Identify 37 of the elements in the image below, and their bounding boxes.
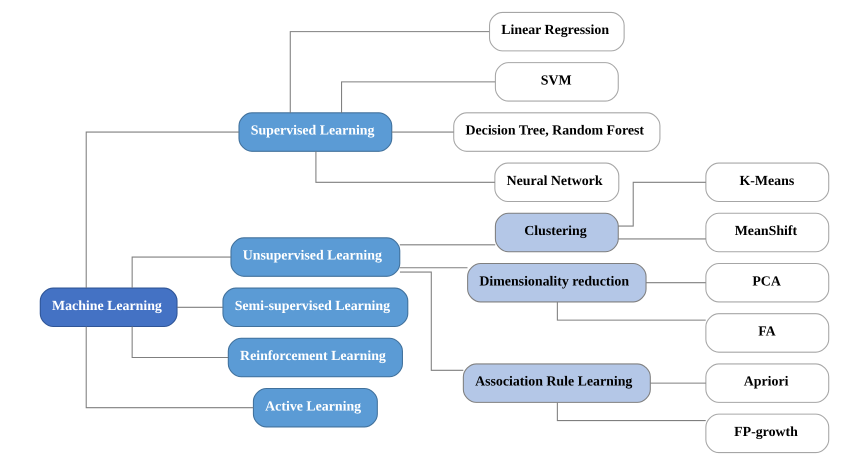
node-box: MeanShift [704,212,829,252]
connector [399,267,467,268]
connector [399,272,463,371]
connector [556,302,706,321]
connector [646,282,706,284]
node-box: SVM [494,62,618,102]
node-box: Reinforcement Learning [227,338,402,378]
node-box: Unsupervised Learning [230,237,400,277]
node-box: Association Rule Learning [462,363,650,403]
connector [556,402,706,422]
node-box: Decision Tree, Random Forest [452,112,660,152]
node-box: Linear Regression [488,12,624,52]
node-box: FA [704,313,829,353]
node-box: Machine Learning [39,288,178,328]
node-box: Active Learning [252,388,378,428]
node-box: Apriori [704,363,829,403]
node-box: K-Means [704,162,829,202]
connector [131,256,230,288]
node-box: Neural Network [494,162,619,202]
node-box: Clustering [494,212,618,252]
connector [340,81,495,113]
node-box: Semi-supervised Learning [222,288,408,328]
connector [289,31,489,113]
connector [131,326,228,358]
connector [314,151,494,183]
connector [399,244,495,246]
connector [618,238,706,240]
connector [85,132,238,288]
connector [618,182,706,227]
node-box: PCA [704,262,829,302]
node-box: Dimensionality reduction [466,262,646,302]
connector [85,326,253,408]
connector [650,382,706,384]
connector [176,306,222,308]
node-box: FP-growth [704,414,829,454]
connector [391,132,454,133]
node-box: Supervised Learning [238,112,392,152]
